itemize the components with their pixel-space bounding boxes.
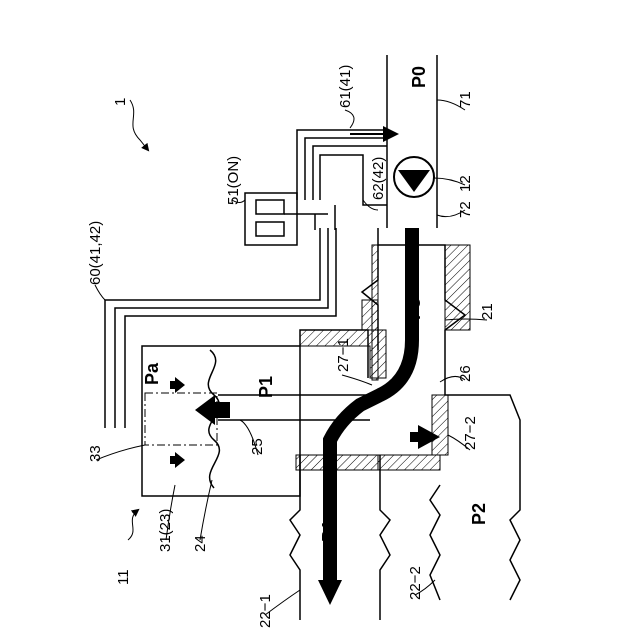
- ref-27-2: 27−2: [462, 416, 479, 450]
- piston-33: [145, 393, 217, 445]
- ref-72: 72: [457, 201, 474, 218]
- label-p1-lower: P1: [319, 520, 339, 542]
- ref-1: 1: [112, 98, 129, 106]
- main-flow-path: [318, 228, 412, 605]
- leader-1: [130, 100, 148, 150]
- ref-60: 60(41,42): [87, 221, 104, 285]
- label-pa: Pa: [142, 362, 162, 385]
- ref-71: 71: [457, 91, 474, 108]
- ref-22-1: 22−1: [257, 594, 274, 628]
- label-p1-upper: P1: [256, 376, 276, 398]
- ref-27-1: 27−1: [335, 338, 352, 372]
- ref-21: 21: [479, 303, 496, 320]
- label-p3: P3: [404, 298, 424, 320]
- ref-31-23: 31(23): [157, 509, 174, 552]
- channel-60: [105, 228, 336, 428]
- ref-33: 33: [87, 445, 104, 462]
- pump-12: [394, 157, 434, 197]
- ref-11: 11: [115, 569, 132, 585]
- label-p0: P0: [409, 66, 429, 88]
- hatched-walls: [296, 245, 470, 470]
- label-p2: P2: [469, 503, 489, 525]
- leader-11: [128, 510, 138, 540]
- ref-26: 26: [457, 365, 474, 382]
- ref-62: 62(42): [370, 157, 387, 200]
- solenoid-valve-51: [245, 193, 335, 245]
- ref-51: 51(ON): [225, 156, 242, 205]
- ref-61: 61(41): [337, 65, 354, 108]
- ref-12: 12: [457, 175, 474, 192]
